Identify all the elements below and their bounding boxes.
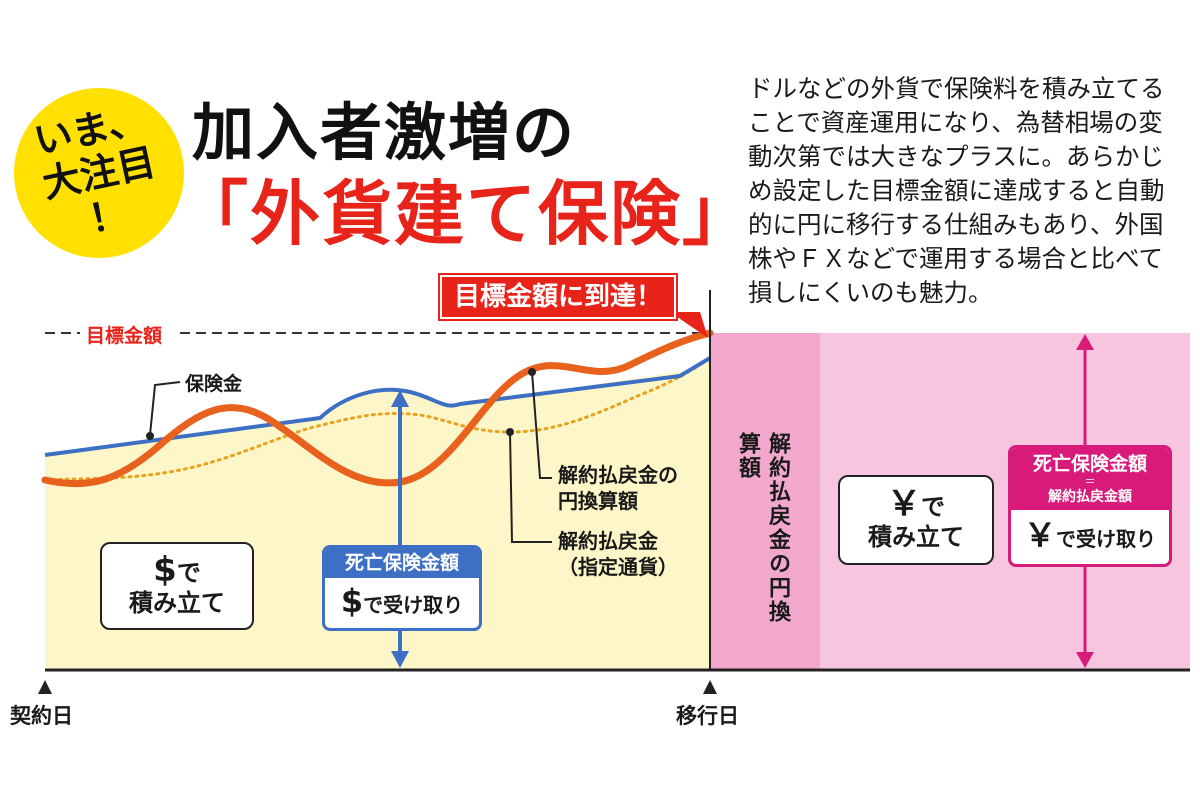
death-benefit-jpy-header: 死亡保険金額 ＝ 解約払戻金額 bbox=[1011, 448, 1169, 510]
dollar-suffix: で bbox=[176, 558, 201, 587]
description-text: ドルなどの外貨で保険料を積み立てることで資産運用になり、為替相場の変動次第では大… bbox=[748, 74, 1165, 307]
pink-zone-left bbox=[710, 333, 820, 670]
attention-badge: いま、 大注目 ！ bbox=[14, 88, 184, 258]
vertical-surrender-yen-label: 解約払戻金の円換算額 bbox=[735, 432, 790, 624]
arrow-down-pink bbox=[1076, 652, 1094, 668]
death-jpy-text: で受け取り bbox=[1056, 527, 1156, 551]
death-usd-symbol: $ bbox=[340, 582, 364, 620]
transition-date-marker bbox=[703, 680, 717, 694]
headline-product: 「外貨建て保険」 bbox=[178, 173, 754, 255]
dollar-accumulate-line1: $で bbox=[153, 553, 201, 588]
target-amount-label: 目標金額 bbox=[86, 325, 163, 347]
death-jpy-header-sub: 解約払戻金額 bbox=[1048, 489, 1132, 505]
surrender-currency-label-1: 解約払戻金 bbox=[558, 529, 658, 553]
surrender-currency-label: 解約払戻金 （指定通貨） bbox=[558, 528, 678, 580]
insurance-line bbox=[44, 356, 712, 457]
reach-target-callout: 目標金額に到達！ bbox=[440, 275, 677, 319]
yen-accumulate-line1: ￥で bbox=[887, 487, 945, 522]
yen-accumulate-box: ￥で 積み立て bbox=[838, 475, 994, 565]
leader-dot-yen bbox=[528, 368, 536, 376]
dollar-accumulate-box: $で 積み立て bbox=[100, 542, 254, 630]
badge-line-3: ！ bbox=[84, 190, 132, 242]
dollar-symbol: $ bbox=[153, 549, 177, 590]
death-benefit-jpy-body: ￥で受け取り bbox=[1011, 510, 1169, 564]
headline: 加入者激増の bbox=[192, 96, 577, 169]
death-jpy-symbol: ￥ bbox=[1023, 516, 1056, 554]
surrender-yen-label-2: 円換算額 bbox=[558, 489, 638, 513]
leader-surrender-yen bbox=[531, 371, 552, 479]
leader-surrender-currency bbox=[509, 431, 552, 543]
death-benefit-usd-box: 死亡保険金額 $で受け取り bbox=[322, 545, 482, 631]
surrender-yen-label-1: 解約払戻金の bbox=[558, 463, 678, 487]
arrow-up-pink bbox=[1076, 334, 1094, 350]
surrender-currency-label-2: （指定通貨） bbox=[558, 555, 678, 579]
reach-callout-pointer bbox=[670, 312, 708, 338]
yen-accumulate-line2: 積み立て bbox=[868, 522, 964, 551]
badge-text: いま、 大注目 ！ bbox=[0, 72, 200, 274]
death-benefit-usd-header: 死亡保険金額 bbox=[325, 548, 479, 578]
yen-suffix: で bbox=[921, 492, 945, 521]
death-benefit-usd-body: $で受け取り bbox=[325, 578, 479, 628]
surrender-yen-label: 解約払戻金の 円換算額 bbox=[558, 462, 678, 514]
start-date-marker bbox=[38, 680, 52, 694]
dollar-accumulate-line2: 積み立て bbox=[129, 588, 225, 617]
death-usd-text: で受け取り bbox=[363, 593, 464, 617]
transition-date-label: 移行日 bbox=[676, 704, 739, 728]
arrow-down-blue bbox=[391, 651, 409, 668]
death-benefit-jpy-box: 死亡保険金額 ＝ 解約払戻金額 ￥で受け取り bbox=[1008, 445, 1172, 567]
insurance-money-label: 保険金 bbox=[185, 373, 243, 395]
death-jpy-header-eq: ＝ bbox=[1084, 475, 1096, 488]
arrow-up-blue bbox=[391, 390, 409, 407]
start-date-label: 契約日 bbox=[10, 704, 73, 728]
death-jpy-header-main: 死亡保険金額 bbox=[1032, 453, 1147, 475]
leader-dot-insurance bbox=[146, 432, 154, 440]
yen-symbol: ￥ bbox=[887, 483, 921, 524]
leader-dot-currency bbox=[506, 428, 514, 436]
surrender-currency-line bbox=[43, 356, 712, 482]
leader-insurance bbox=[149, 381, 181, 436]
